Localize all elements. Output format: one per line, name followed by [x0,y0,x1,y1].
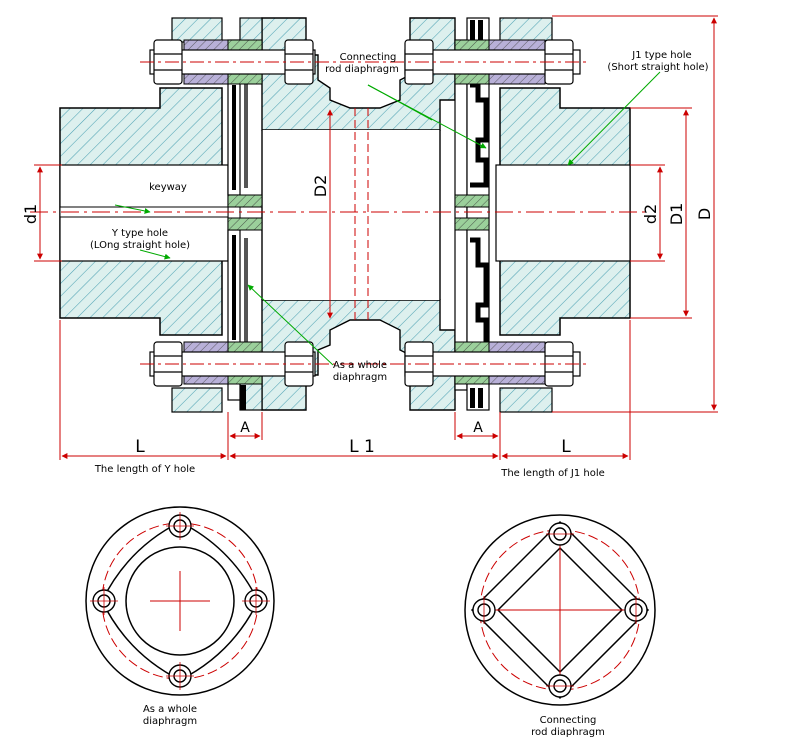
dim-A-right: A [473,420,483,436]
bolt-centerlines [140,61,590,365]
label-length-y: The length of Y hole [94,464,195,475]
dim-D1: D1 [667,203,686,226]
label-y-2: (LOng straight hole) [90,240,190,251]
label-j1-1: J1 type hole [631,50,691,61]
label-bottom-whole-1: As a whole [143,704,197,715]
dim-d1: d1 [21,204,40,224]
label-keyway: keyway [149,182,187,193]
label-connecting-rod-1: Connecting [340,52,397,63]
label-whole-1: As a whole [333,360,387,371]
label-whole-2: diaphragm [333,372,387,383]
dim-D2: D2 [311,175,330,198]
dim-L1: L 1 [349,437,375,457]
dimension-lines [34,15,718,460]
label-length-j1: The length of J1 hole [500,468,605,479]
label-j1-2: (Short straight hole) [607,62,708,73]
dim-A-left: A [240,420,250,436]
dim-L-right: L [561,437,571,457]
dim-D: D [695,208,714,220]
view-whole-diaphragm [85,506,275,696]
label-y-1: Y type hole [111,228,168,239]
label-connecting-rod-2: rod diaphragm [325,64,399,75]
view-connecting-rod-diaphragm [464,514,656,706]
dim-d2: d2 [641,204,660,224]
label-bottom-conn-2: rod diaphragm [531,727,605,738]
label-bottom-whole-2: diaphragm [143,716,197,727]
leader-lines [114,71,661,366]
label-bottom-conn-1: Connecting [540,715,597,726]
dim-L-left: L [135,437,145,457]
